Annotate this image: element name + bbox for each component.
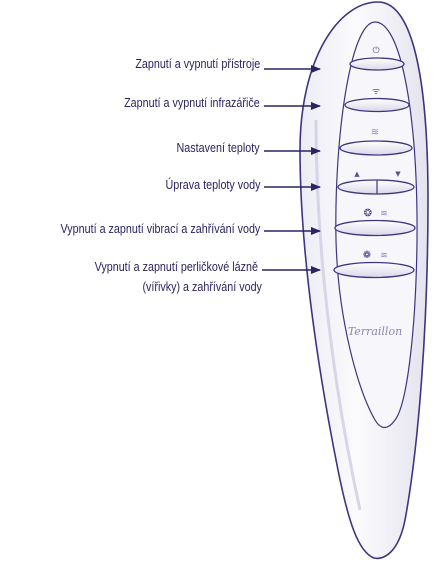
arrow-down-icon: ▼ [395, 170, 401, 178]
temperature-button[interactable] [340, 141, 412, 155]
arrow-up-icon: ▲ [354, 170, 360, 178]
infrared-button[interactable] [345, 99, 409, 112]
temperature-adjust-buttons[interactable] [338, 180, 414, 194]
power-icon: ⏻ [372, 45, 379, 56]
infrared-icon: ᯤ [372, 87, 380, 97]
power-button[interactable] [350, 58, 404, 70]
heat-waves-icon: ≋ [371, 127, 379, 138]
bubble-button[interactable] [334, 263, 414, 278]
heat-waves-icon-bubbles: ≋ [380, 251, 388, 261]
vibration-button[interactable] [335, 221, 415, 236]
heat-waves-icon-vibration: ≋ [380, 209, 388, 219]
vibration-icon: ❂ [364, 208, 372, 219]
bubbles-icon: ❁ [363, 250, 371, 261]
brand-logo: Terraillon [348, 325, 402, 338]
